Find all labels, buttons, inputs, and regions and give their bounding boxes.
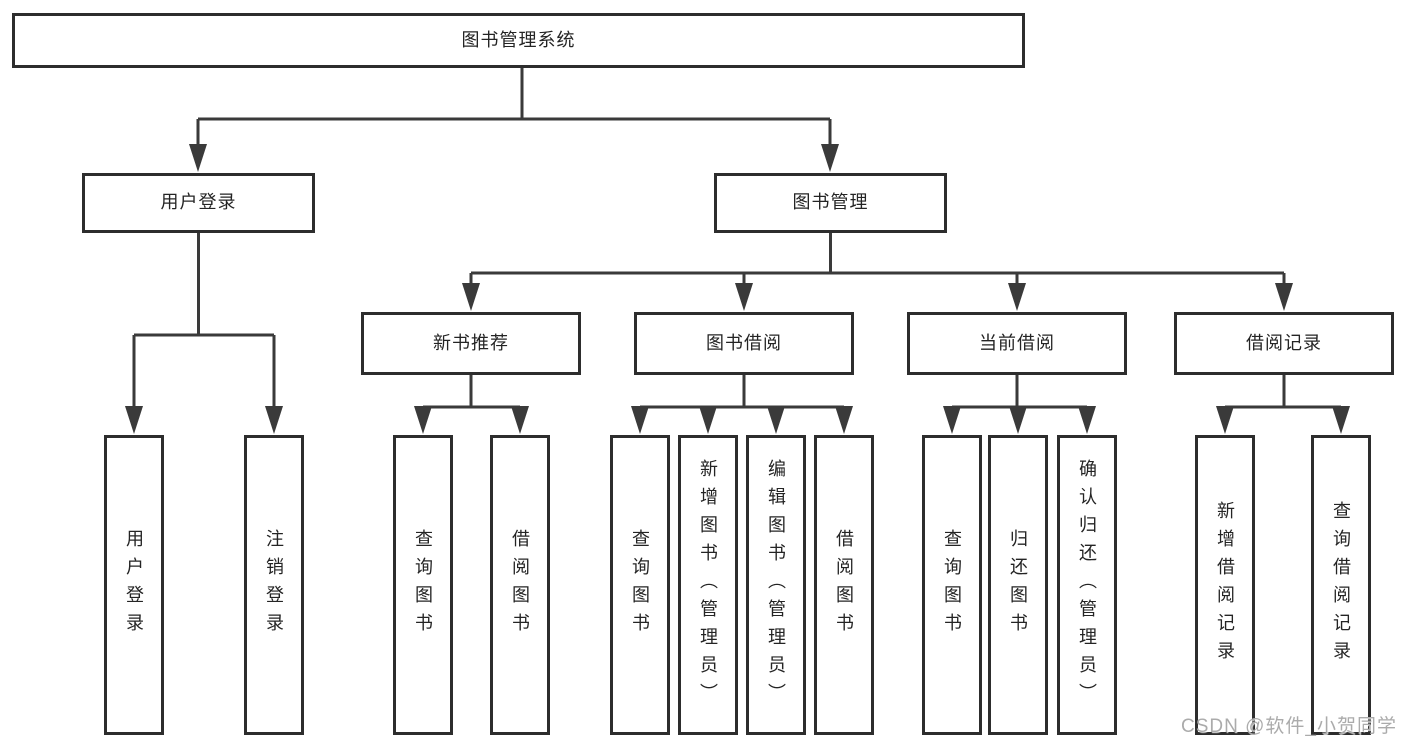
node-label: 用户登录	[124, 529, 144, 641]
node-label: 借阅图书	[510, 529, 530, 641]
node-login-leaf: 用户登录	[104, 435, 164, 735]
node-bb-add: 新增图书（管理员）	[678, 435, 738, 735]
node-label: 注销登录	[264, 529, 284, 641]
node-root: 图书管理系统	[12, 13, 1025, 68]
node-br-add: 新增借阅记录	[1195, 435, 1255, 735]
arrowhead-icon	[125, 406, 143, 434]
node-label: 图书管理	[792, 192, 869, 213]
node-label: 查询图书	[630, 529, 650, 641]
node-cb-query: 查询图书	[922, 435, 982, 735]
node-cb-return: 归还图书	[988, 435, 1048, 735]
arrowhead-icon	[1275, 283, 1293, 311]
node-logout-leaf: 注销登录	[244, 435, 304, 735]
node-label: 编辑图书（管理员）	[766, 459, 786, 711]
node-label: 新书推荐	[433, 332, 509, 353]
node-book-mgmt: 图书管理	[714, 173, 947, 233]
arrowhead-icon	[835, 406, 853, 434]
node-user-login: 用户登录	[82, 173, 315, 233]
node-label: 用户登录	[160, 192, 237, 213]
arrowhead-icon	[511, 406, 529, 434]
node-br-query: 查询借阅记录	[1311, 435, 1371, 735]
arrowhead-icon	[699, 406, 717, 434]
node-label: 归还图书	[1008, 529, 1028, 641]
node-label: 图书管理系统	[461, 29, 576, 50]
arrowhead-icon	[735, 283, 753, 311]
watermark: CSDN @软件_小贺同学	[1181, 716, 1397, 737]
node-label: 借阅图书	[834, 529, 854, 641]
node-bb-edit: 编辑图书（管理员）	[746, 435, 806, 735]
node-label: 图书借阅	[706, 332, 782, 353]
arrowhead-icon	[1009, 406, 1027, 434]
arrowhead-icon	[821, 144, 839, 172]
arrowhead-icon	[414, 406, 432, 434]
node-label: 查询借阅记录	[1331, 501, 1351, 669]
arrowhead-icon	[265, 406, 283, 434]
arrowhead-icon	[943, 406, 961, 434]
arrowhead-icon	[189, 144, 207, 172]
arrowhead-icon	[1078, 406, 1096, 434]
node-label: 查询图书	[413, 529, 433, 641]
node-label: 借阅记录	[1246, 332, 1322, 353]
node-label: 查询图书	[942, 529, 962, 641]
arrowhead-icon	[1216, 406, 1234, 434]
arrowhead-icon	[767, 406, 785, 434]
node-label: 新增借阅记录	[1215, 501, 1235, 669]
node-bb-query: 查询图书	[610, 435, 670, 735]
arrowhead-icon	[631, 406, 649, 434]
node-borrow-record: 借阅记录	[1174, 312, 1394, 375]
node-book-borrow: 图书借阅	[634, 312, 854, 375]
arrowhead-icon	[462, 283, 480, 311]
node-label: 确认归还（管理员）	[1077, 459, 1097, 711]
arrowhead-icon	[1008, 283, 1026, 311]
node-bb-borrow: 借阅图书	[814, 435, 874, 735]
node-nb-borrow: 借阅图书	[490, 435, 550, 735]
node-label: 当前借阅	[979, 332, 1055, 353]
arrowhead-icon	[1332, 406, 1350, 434]
node-cb-confirm: 确认归还（管理员）	[1057, 435, 1117, 735]
node-nb-query: 查询图书	[393, 435, 453, 735]
node-label: 新增图书（管理员）	[698, 459, 718, 711]
node-new-book: 新书推荐	[361, 312, 581, 375]
node-current-borrow: 当前借阅	[907, 312, 1127, 375]
